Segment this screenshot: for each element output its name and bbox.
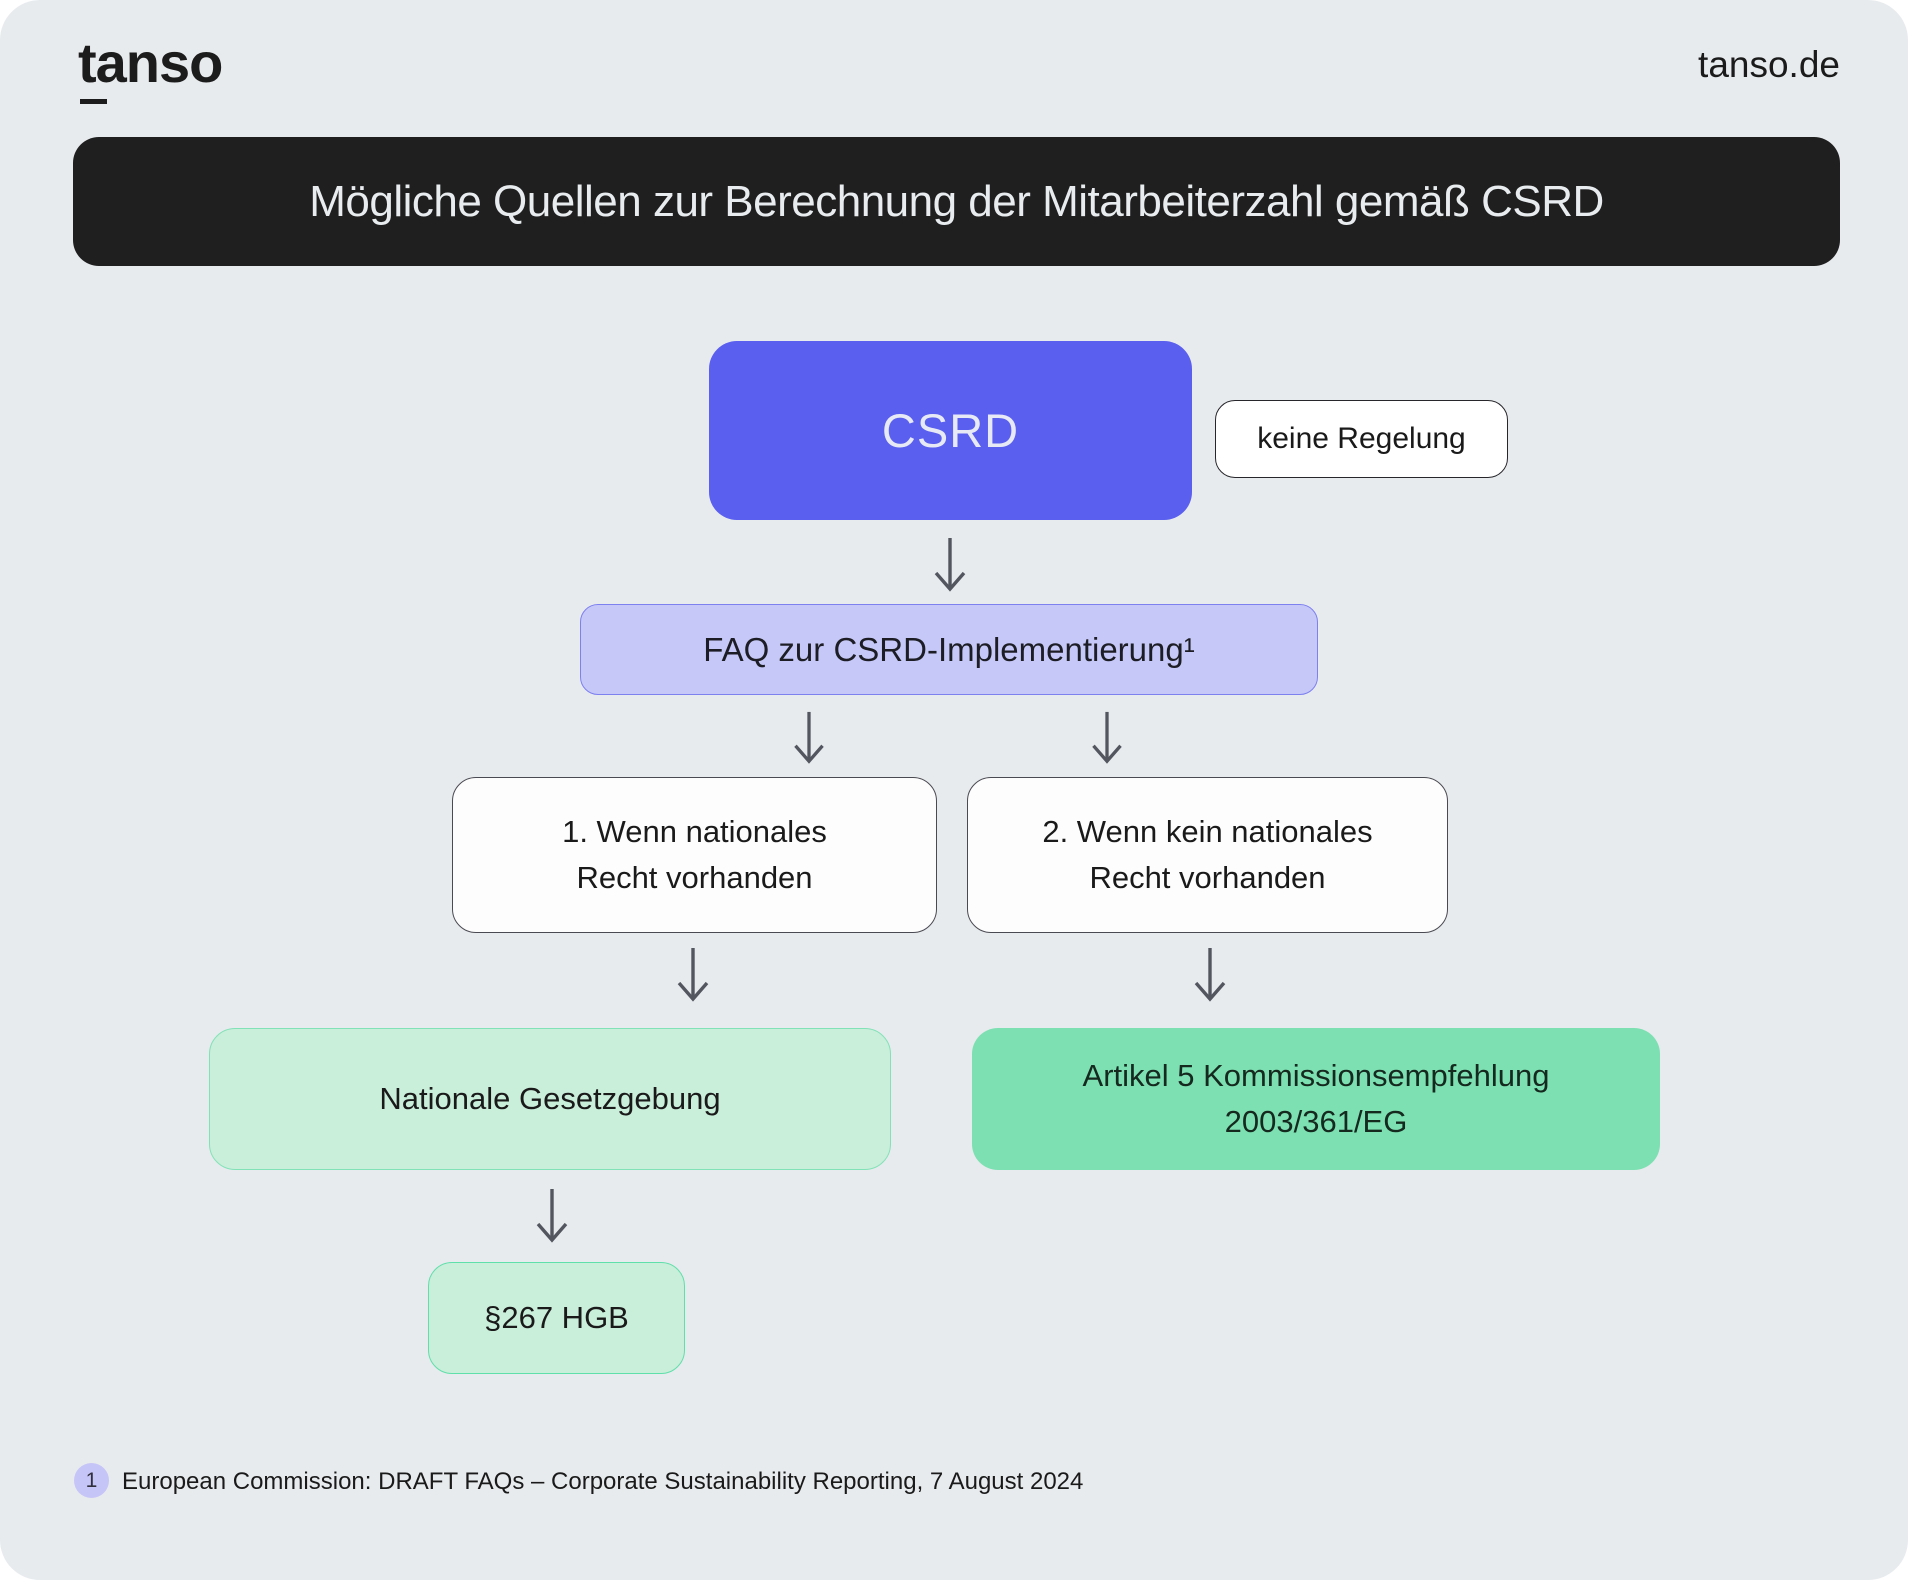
footnote-text: European Commission: DRAFT FAQs – Corpor… bbox=[122, 1468, 1084, 1495]
arrow-down-icon bbox=[677, 948, 709, 1002]
node-nationale-gesetzgebung: Nationale Gesetzgebung bbox=[209, 1028, 891, 1170]
node-case-no-national-law: 2. Wenn kein nationales Recht vorhanden bbox=[967, 777, 1448, 933]
node-267-hgb: §267 HGB bbox=[428, 1262, 685, 1374]
node-case-national-law-exists: 1. Wenn nationales Recht vorhanden bbox=[452, 777, 937, 933]
node-csrd: CSRD bbox=[709, 341, 1192, 520]
footnote-marker: 1 bbox=[74, 1463, 109, 1498]
node-keine-regelung: keine Regelung bbox=[1215, 400, 1508, 478]
title-banner: Mögliche Quellen zur Berechnung der Mita… bbox=[73, 137, 1840, 266]
tanso-logo: tanso bbox=[78, 31, 223, 94]
arrow-down-icon bbox=[1092, 711, 1122, 764]
page-title: Mögliche Quellen zur Berechnung der Mita… bbox=[309, 176, 1604, 226]
arrow-down-icon bbox=[794, 711, 824, 764]
site-url: tanso.de bbox=[1698, 44, 1840, 85]
arrow-down-icon bbox=[1194, 948, 1226, 1002]
node-faq-csrd-implementierung: FAQ zur CSRD-Implementierung¹ bbox=[580, 604, 1318, 695]
node-artikel5-kommissionsempfehlung: Artikel 5 Kommissionsempfehlung 2003/361… bbox=[972, 1028, 1660, 1170]
logo-underline bbox=[80, 99, 107, 104]
arrow-down-icon bbox=[934, 538, 966, 592]
arrow-down-icon bbox=[536, 1189, 568, 1243]
